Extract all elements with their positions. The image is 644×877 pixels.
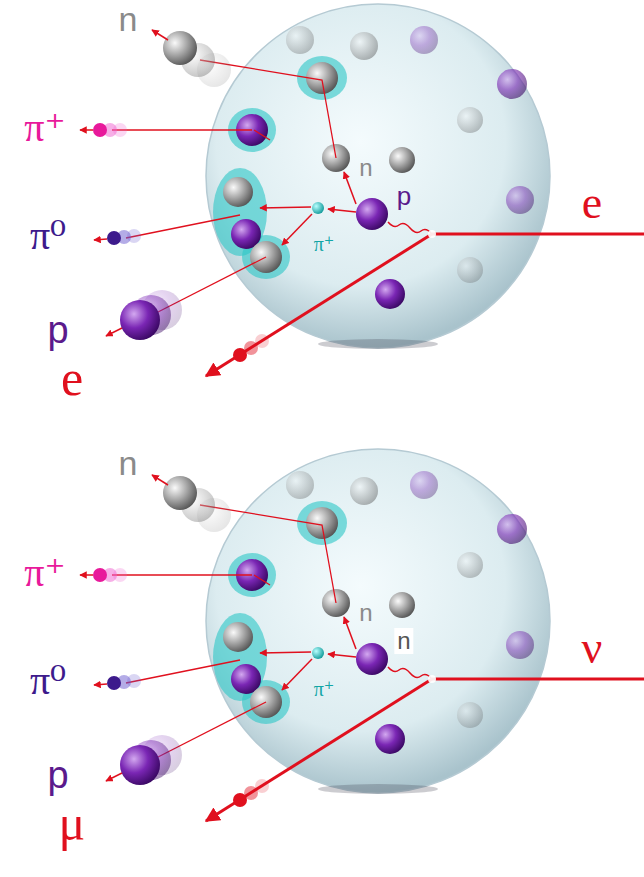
particle-label: n bbox=[359, 601, 372, 625]
particle-label: ν bbox=[582, 625, 603, 671]
particle-label: π⁺ bbox=[24, 108, 65, 148]
particle-label: n bbox=[119, 446, 138, 480]
particle-label: μ bbox=[59, 798, 86, 848]
particle-label: n bbox=[119, 2, 138, 36]
particle-label: π⁺ bbox=[314, 234, 335, 254]
particle-label: p bbox=[47, 311, 68, 349]
particle-label: p bbox=[397, 183, 411, 209]
particle-label: e bbox=[582, 180, 602, 226]
particle-label: p bbox=[47, 756, 68, 794]
particle-label: e bbox=[61, 353, 83, 403]
particle-label: n bbox=[394, 628, 413, 654]
particle-label: π⁺ bbox=[314, 679, 335, 699]
particle-label: π⁺ bbox=[24, 553, 65, 593]
particle-label: π⁰ bbox=[30, 661, 66, 701]
particle-label: n bbox=[359, 156, 372, 180]
particle-label: π⁰ bbox=[30, 216, 66, 256]
